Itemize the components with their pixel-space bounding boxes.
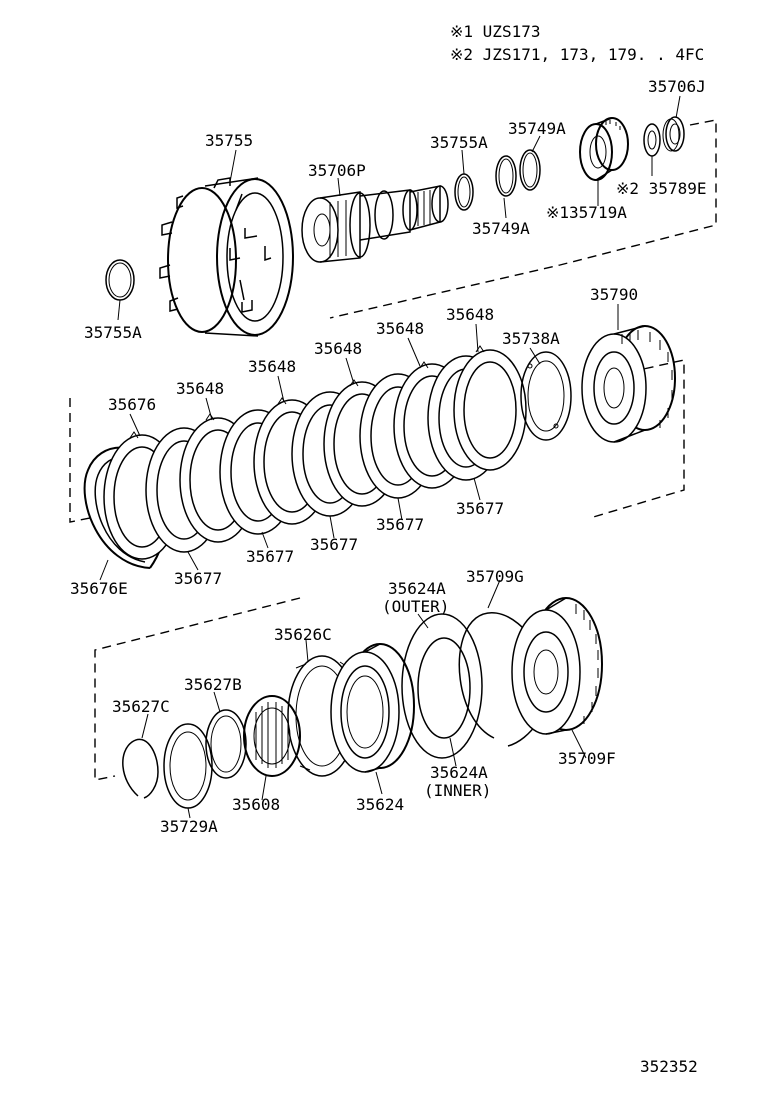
part-35624A-outer-seal — [401, 613, 483, 759]
label-35626C: 35626C — [274, 625, 332, 644]
part-35749A-seal-rings — [495, 149, 541, 197]
part-35729A-washer — [163, 723, 213, 809]
label-35627C: 35627C — [112, 697, 170, 716]
part-35709F-drum — [511, 597, 603, 735]
part-35755-clutch-drum — [159, 177, 294, 337]
part-35608-spring-retainer — [243, 695, 301, 777]
plate-35648-5 — [453, 349, 527, 471]
label-35624A-inner: 35624A — [430, 763, 488, 782]
note-1: ※1 UZS173 — [450, 22, 540, 41]
part-35789E-washer — [643, 123, 661, 157]
label-35677-3: 35677 — [310, 535, 358, 554]
part-labels: ※1 UZS173 ※2 JZS171, 173, 179. . 4FC 357… — [70, 22, 706, 1076]
label-35676E: 35676E — [70, 579, 128, 598]
part-35706P-input-shaft — [301, 185, 449, 263]
label-35790: 35790 — [590, 285, 638, 304]
label-35624: 35624 — [356, 795, 404, 814]
label-35709G: 35709G — [466, 567, 524, 586]
label-35648-3: 35648 — [314, 339, 362, 358]
label-35677-4: 35677 — [376, 515, 424, 534]
part-35755A-ring-top — [454, 173, 474, 211]
label-35676: 35676 — [108, 395, 156, 414]
label-35706J: 35706J — [648, 77, 706, 96]
label-35677-5: 35677 — [456, 499, 504, 518]
part-35738A-ring — [520, 351, 572, 441]
label-35749A-bottom: 35749A — [472, 219, 530, 238]
label-35738A: 35738A — [502, 329, 560, 348]
label-35706P: 35706P — [308, 161, 366, 180]
label-35755A-top: 35755A — [430, 133, 488, 152]
label-35648-1: 35648 — [176, 379, 224, 398]
label-35677-1: 35677 — [174, 569, 222, 588]
label-35627B: 35627B — [184, 675, 242, 694]
part-35627C-snap-ring — [122, 738, 159, 799]
label-35648-5: 35648 — [446, 305, 494, 324]
label-35709F: 35709F — [558, 749, 616, 768]
diagram-id: 352352 — [640, 1057, 698, 1076]
part-35627B-ring — [205, 709, 247, 779]
leader-lines — [99, 95, 681, 819]
part-35624A-inner-seal — [417, 637, 471, 739]
label-35755: 35755 — [205, 131, 253, 150]
label-inner: (INNER) — [424, 781, 491, 800]
part-35624-piston — [330, 643, 415, 773]
label-35608: 35608 — [232, 795, 280, 814]
part-35755A-o-ring — [105, 259, 135, 301]
label-35749A-top: 35749A — [508, 119, 566, 138]
label-outer: (OUTER) — [382, 597, 449, 616]
label-35648-4: 35648 — [376, 319, 424, 338]
label-35677-2: 35677 — [246, 547, 294, 566]
note-2: ※2 JZS171, 173, 179. . 4FC — [450, 45, 704, 64]
label-35648-2: 35648 — [248, 357, 296, 376]
label-35729A: 35729A — [160, 817, 218, 836]
part-35790-clutch-hub — [581, 325, 676, 443]
part-35719A-bearing — [579, 117, 629, 181]
group-boundary-lines — [69, 119, 717, 781]
label-35755A-left: 35755A — [84, 323, 142, 342]
clutch-pack-plates — [103, 345, 527, 560]
part-35706J-thrust-bearing — [662, 116, 685, 152]
label-35719A: ※135719A — [546, 203, 627, 222]
label-35789E: ※2 35789E — [616, 179, 706, 198]
label-35624A-outer: 35624A — [388, 579, 446, 598]
